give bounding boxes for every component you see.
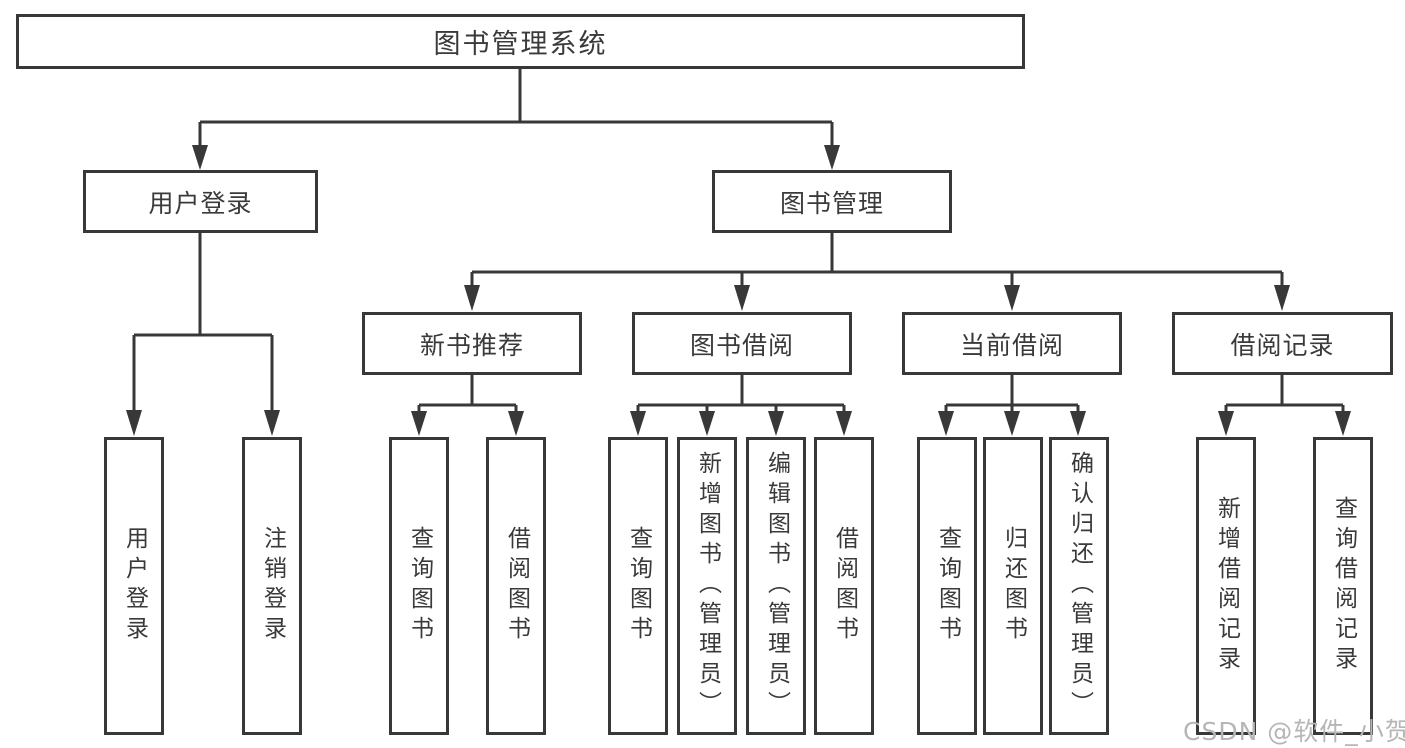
- node-leaf-newbooks-borrow-label: 借阅图书: [503, 526, 530, 646]
- node-new-book-recommend: 新书推荐: [362, 312, 582, 375]
- node-book-management-label: 图书管理: [779, 188, 884, 218]
- node-leaf-current-confirm-admin: 确认归还（管理员）: [1049, 437, 1109, 735]
- node-leaf-records-query: 查询借阅记录: [1313, 437, 1373, 735]
- node-current-borrowing-label: 当前借阅: [959, 330, 1064, 360]
- node-leaf-newbooks-query: 查询图书: [389, 437, 449, 735]
- node-leaf-logout-label: 注销登录: [259, 526, 286, 646]
- node-leaf-borrow-add-admin-label: 新增图书（管理员）: [694, 451, 721, 721]
- csdn-watermark: CSDN @软件_小贺同学: [1183, 717, 1405, 746]
- node-leaf-borrow-book: 借阅图书: [814, 437, 874, 735]
- node-leaf-logout: 注销登录: [242, 437, 302, 735]
- node-leaf-user-login: 用户登录: [104, 437, 164, 735]
- node-leaf-newbooks-borrow: 借阅图书: [486, 437, 546, 735]
- node-leaf-borrow-edit-admin-label: 编辑图书（管理员）: [763, 451, 790, 721]
- node-leaf-records-query-label: 查询借阅记录: [1330, 496, 1357, 676]
- node-library-system: 图书管理系统: [16, 14, 1025, 69]
- node-leaf-current-return-label: 归还图书: [1000, 526, 1027, 646]
- node-leaf-newbooks-query-label: 查询图书: [406, 526, 433, 646]
- node-leaf-borrow-add-admin: 新增图书（管理员）: [677, 437, 737, 735]
- node-leaf-current-confirm-admin-label: 确认归还（管理员）: [1066, 451, 1093, 721]
- node-leaf-borrow-query-label: 查询图书: [625, 526, 652, 646]
- node-new-book-recommend-label: 新书推荐: [419, 330, 524, 360]
- node-leaf-records-add-label: 新增借阅记录: [1213, 496, 1240, 676]
- node-leaf-current-query: 查询图书: [917, 437, 977, 735]
- node-borrow-records-label: 借阅记录: [1230, 330, 1335, 360]
- node-library-system-label: 图书管理系统: [433, 29, 608, 60]
- node-leaf-records-add: 新增借阅记录: [1196, 437, 1256, 735]
- node-current-borrowing: 当前借阅: [902, 312, 1122, 375]
- node-leaf-user-login-label: 用户登录: [121, 526, 148, 646]
- node-leaf-borrow-query: 查询图书: [608, 437, 668, 735]
- node-leaf-current-query-label: 查询图书: [934, 526, 961, 646]
- node-book-borrowing: 图书借阅: [632, 312, 852, 375]
- node-book-management: 图书管理: [712, 170, 952, 233]
- node-user-login-label: 用户登录: [148, 188, 253, 218]
- node-leaf-current-return: 归还图书: [983, 437, 1043, 735]
- node-leaf-borrow-edit-admin: 编辑图书（管理员）: [746, 437, 806, 735]
- node-book-borrowing-label: 图书借阅: [689, 330, 794, 360]
- node-user-login: 用户登录: [83, 170, 318, 233]
- node-borrow-records: 借阅记录: [1172, 312, 1393, 375]
- node-leaf-borrow-book-label: 借阅图书: [831, 526, 858, 646]
